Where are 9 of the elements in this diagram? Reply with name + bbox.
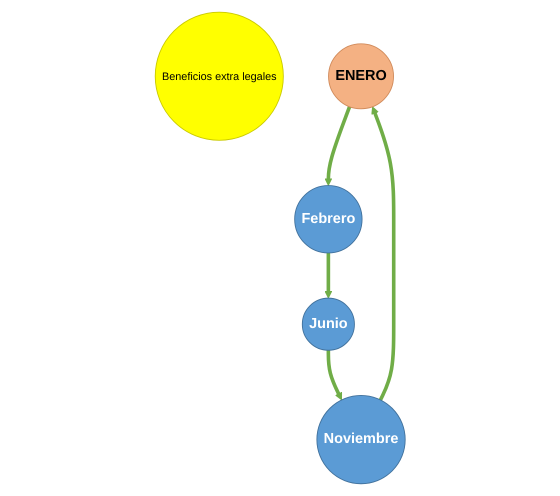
arrow: [324, 106, 352, 186]
node-circle: Beneficios extra legales: [154, 12, 284, 141]
arrow: [324, 252, 332, 298]
arrow: [326, 350, 342, 400]
node-circle: Junio: [302, 298, 355, 351]
node-circle: Noviembre: [316, 395, 406, 484]
node-circle: ENERO: [328, 43, 394, 110]
arrow: [371, 106, 396, 401]
node-circle: Febrero: [294, 185, 362, 254]
